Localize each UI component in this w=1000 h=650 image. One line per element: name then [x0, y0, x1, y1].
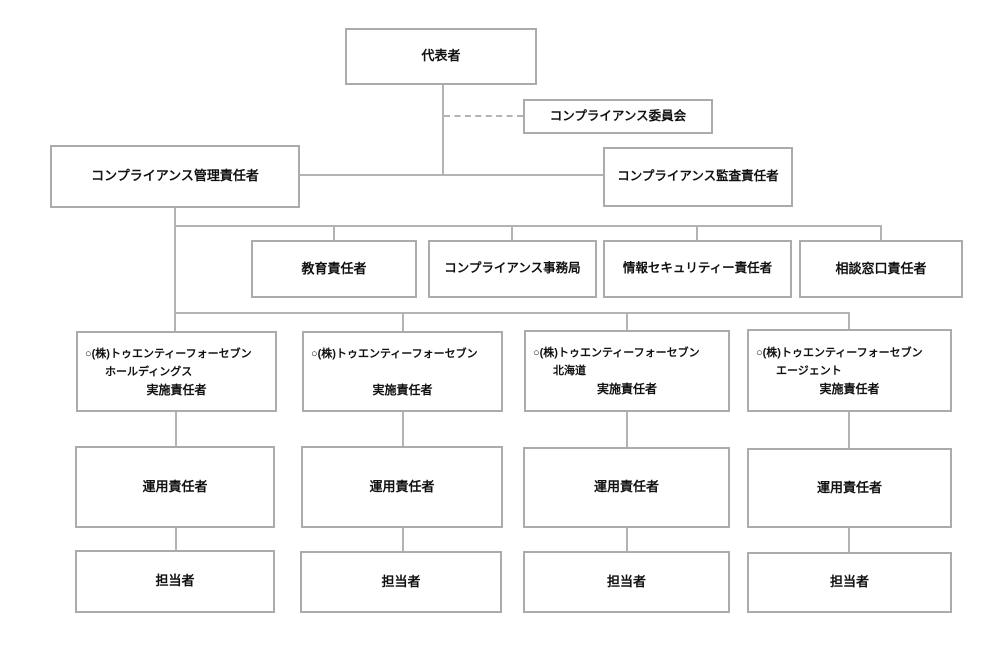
company-role: 実施責任者: [596, 382, 657, 396]
connector-manager-auditor: [300, 174, 605, 176]
connector-stub-security: [696, 225, 698, 241]
node-compliance-manager: コンプライアンス管理責任者: [50, 145, 300, 208]
node-staff-2: 担当者: [300, 551, 502, 613]
node-information-security-manager: 情報セキュリティー責任者: [603, 240, 792, 298]
company-division: エージェント: [776, 364, 842, 377]
node-consultation-desk-manager: 相談窓口責任者: [799, 240, 963, 298]
node-company-holdings-implementation-manager: ○(株)トゥエンティーフォーセブン ホールディングス 実施責任者: [76, 331, 277, 412]
node-operation-manager-3: 運用責任者: [523, 447, 730, 528]
node-label: コンプライアンス管理責任者: [91, 168, 259, 184]
node-label: 情報セキュリティー責任者: [622, 261, 773, 276]
company-name: ○(株)トゥエンティーフォーセブン: [756, 346, 923, 359]
connector-stub-office: [511, 225, 513, 241]
node-compliance-office: コンプライアンス事務局: [428, 240, 597, 298]
connector-stub-company-4: [848, 312, 850, 330]
node-label: 担当者: [155, 573, 195, 589]
node-label: 運用責任者: [369, 478, 435, 494]
connector-company3-operation: [626, 412, 628, 448]
node-staff-1: 担当者: [75, 550, 275, 613]
company-name: ○(株)トゥエンティーフォーセブン: [85, 347, 252, 360]
node-company-agent-implementation-manager: ○(株)トゥエンティーフォーセブン エージェント 実施責任者: [747, 329, 952, 412]
node-label: 担当者: [606, 573, 646, 589]
connector-operation4-staff: [848, 528, 850, 553]
node-label: 運用責任者: [816, 479, 882, 495]
node-operation-manager-1: 運用責任者: [75, 446, 275, 528]
node-operation-manager-2: 運用責任者: [301, 446, 503, 528]
company-division: ホールディングス: [105, 365, 193, 378]
node-label: 担当者: [829, 574, 869, 590]
connector-committee-dashed: [444, 115, 523, 117]
node-label: コンプライアンス事務局: [444, 261, 581, 276]
company-name: ○(株)トゥエンティーフォーセブン: [533, 347, 700, 359]
connector-stub-company-2: [402, 312, 404, 332]
node-representative: 代表者: [345, 28, 537, 85]
node-label: 運用責任者: [142, 478, 208, 494]
company-role: 実施責任者: [146, 382, 207, 397]
company-division: [309, 363, 496, 381]
connector-manager-down: [174, 207, 176, 331]
company-role: 実施責任者: [819, 381, 880, 396]
connector-row3-branch: [174, 312, 850, 314]
connector-company1-operation: [175, 412, 177, 447]
node-label: コンプライアンス監査責任者: [617, 169, 779, 184]
connector-stub-education: [333, 225, 335, 241]
company-division: 北海道: [553, 365, 586, 377]
node-label: 代表者: [421, 48, 461, 64]
connector-operation3-staff: [626, 528, 628, 552]
node-label: 相談窓口責任者: [835, 260, 927, 276]
company-name: ○(株)トゥエンティーフォーセブン: [311, 347, 478, 360]
node-staff-4: 担当者: [747, 552, 952, 613]
node-label: 運用責任者: [593, 479, 659, 495]
connector-company4-operation: [848, 412, 850, 449]
node-compliance-auditor: コンプライアンス監査責任者: [603, 147, 793, 207]
node-label: 担当者: [381, 573, 421, 589]
node-compliance-committee: コンプライアンス委員会: [523, 99, 713, 134]
node-staff-3: 担当者: [523, 551, 730, 613]
connector-stub-consultation: [880, 225, 882, 241]
node-label: コンプライアンス委員会: [549, 108, 687, 123]
connector-row2-branch: [174, 225, 882, 227]
node-operation-manager-4: 運用責任者: [747, 448, 952, 528]
connector-representative-down: [442, 85, 444, 176]
node-company-main-implementation-manager: ○(株)トゥエンティーフォーセブン 実施責任者: [302, 331, 503, 412]
connector-company2-operation: [402, 412, 404, 447]
connector-stub-company-3: [626, 312, 628, 331]
connector-operation1-staff: [175, 527, 177, 551]
node-education-manager: 教育責任者: [251, 240, 417, 298]
company-role: 実施責任者: [372, 382, 433, 397]
connector-operation2-staff: [402, 527, 404, 552]
node-label: 教育責任者: [301, 260, 367, 276]
node-company-hokkaido-implementation-manager: ○(株)トゥエンティーフォーセブン 北海道 実施責任者: [524, 330, 730, 412]
